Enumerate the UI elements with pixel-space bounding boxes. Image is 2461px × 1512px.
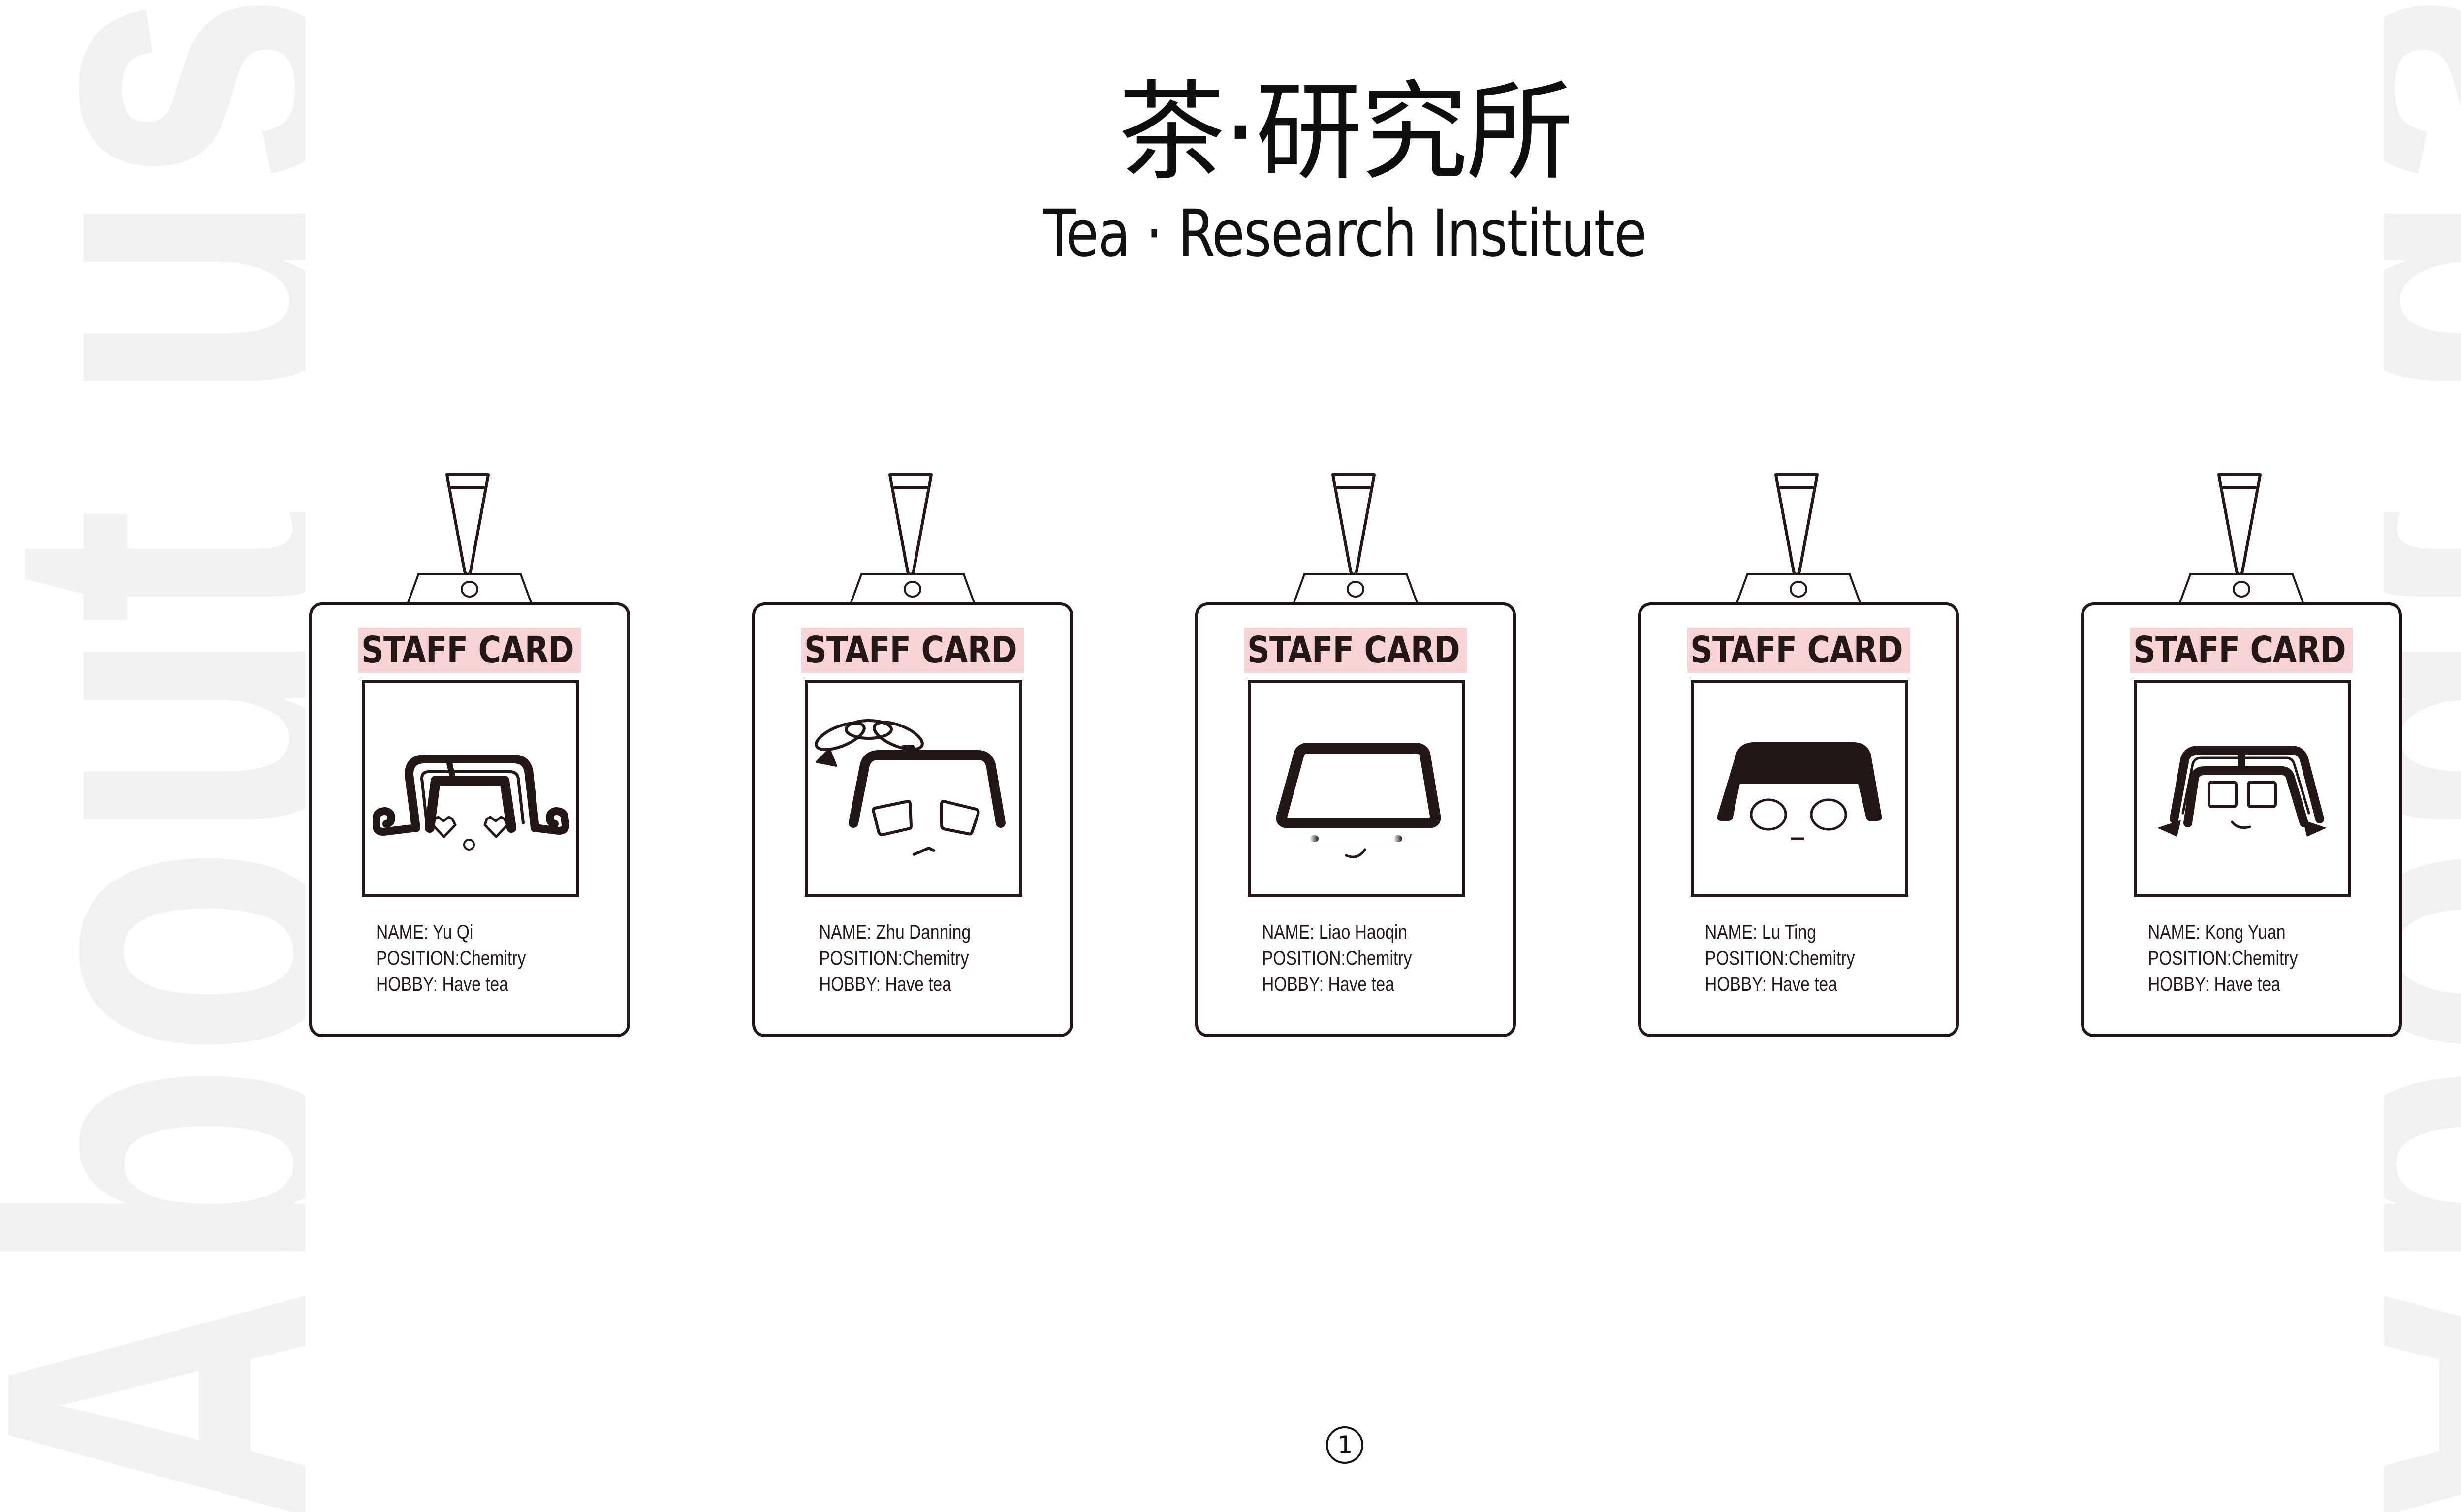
lanyard-clip-icon xyxy=(2178,473,2304,604)
page-number-text: 1 xyxy=(1337,1431,1353,1459)
staff-card-info: NAME: Yu Qi POSITION:Chemitry HOBBY: Hav… xyxy=(376,919,554,998)
staff-position: POSITION:Chemitry xyxy=(1705,947,1855,969)
staff-card-lu-ting[interactable]: STAFF CARD NAME: Lu Ting POSITION:Chemit… xyxy=(1636,470,1961,1041)
staff-position: POSITION:Chemitry xyxy=(2148,947,2298,969)
staff-name: NAME: Yu Qi xyxy=(376,921,473,943)
staff-position: POSITION:Chemitry xyxy=(376,947,526,969)
staff-name: NAME: Zhu Danning xyxy=(819,921,971,943)
lanyard-clip-icon xyxy=(1735,473,1862,604)
lanyard-clip-icon xyxy=(407,473,533,604)
page-subtitle-text: Tea · Research Institute xyxy=(1043,196,1647,272)
staff-hobby: HOBBY: Have tea xyxy=(1705,974,1837,995)
staff-name: NAME: Lu Ting xyxy=(1705,921,1816,943)
staff-hobby: HOBBY: Have tea xyxy=(1262,974,1394,995)
staff-card-liao-haoqin[interactable]: STAFF CARD NAME: Liao Haoqin xyxy=(1193,470,1518,1041)
liao-haoqin-avatar-icon xyxy=(1276,743,1441,858)
lu-ting-avatar-icon xyxy=(1717,742,1882,840)
staff-card-yu-qi[interactable]: STAFF CARD NAME: Yu Qi POSITION:Chem xyxy=(307,470,632,1041)
staff-card-info: NAME: Lu Ting POSITION:Chemitry HOBBY: H… xyxy=(1705,919,1883,998)
page-title: 茶·研究所 xyxy=(1118,70,1573,195)
staff-card-info: NAME: Kong Yuan POSITION:Chemitry HOBBY:… xyxy=(2148,919,2326,998)
staff-hobby: HOBBY: Have tea xyxy=(819,974,951,995)
avatar-photo-frame xyxy=(1248,680,1465,897)
kong-yuan-avatar-icon xyxy=(2157,746,2327,837)
staff-card-info: NAME: Zhu Danning POSITION:Chemitry HOBB… xyxy=(819,919,1000,998)
page-number: 1 xyxy=(1326,1426,1363,1464)
avatar-photo-frame xyxy=(362,680,579,897)
staff-card-kong-yuan[interactable]: STAFF CARD NAME: Kong Yuan POSITION:Chem xyxy=(2079,470,2404,1041)
staff-hobby: HOBBY: Have tea xyxy=(2148,974,2280,995)
avatar-photo-frame xyxy=(2134,680,2351,897)
zhu-danning-avatar-icon xyxy=(815,719,1006,856)
lanyard-clip-icon xyxy=(850,473,976,604)
staff-position: POSITION:Chemitry xyxy=(819,947,969,969)
staff-card-label: STAFF CARD xyxy=(358,628,581,673)
staff-card-label: STAFF CARD xyxy=(1687,628,1910,673)
page-subtitle: Tea · Research Institute xyxy=(0,199,2461,288)
yu-qi-avatar-icon xyxy=(373,755,569,850)
avatar-photo-frame xyxy=(1691,680,1908,897)
staff-card-body: STAFF CARD NAME: Kong Yuan POSITION:Chem xyxy=(2081,602,2402,1037)
staff-position: POSITION:Chemitry xyxy=(1262,947,1412,969)
staff-name: NAME: Liao Haoqin xyxy=(1262,921,1408,943)
staff-hobby: HOBBY: Have tea xyxy=(376,974,508,995)
staff-name: NAME: Kong Yuan xyxy=(2148,921,2286,943)
staff-card-body: STAFF CARD NAME: Yu Qi POSITION:Chem xyxy=(309,602,630,1037)
staff-card-label: STAFF CARD xyxy=(2130,628,2353,673)
staff-card-zhu-danning[interactable]: STAFF CARD NAME: Zhu Danning POSITIO xyxy=(750,470,1075,1041)
staff-card-body: STAFF CARD NAME: Zhu Danning POSITIO xyxy=(752,602,1073,1037)
staff-card-label: STAFF CARD xyxy=(801,628,1024,673)
avatar-photo-frame xyxy=(805,680,1022,897)
staff-card-body: STAFF CARD NAME: Liao Haoqin xyxy=(1195,602,1516,1037)
staff-card-info: NAME: Liao Haoqin POSITION:Chemitry HOBB… xyxy=(1262,919,1440,998)
lanyard-clip-icon xyxy=(1293,473,1419,604)
staff-card-body: STAFF CARD NAME: Lu Ting POSITION:Chemit… xyxy=(1638,602,1959,1037)
staff-card-label: STAFF CARD xyxy=(1244,628,1467,673)
